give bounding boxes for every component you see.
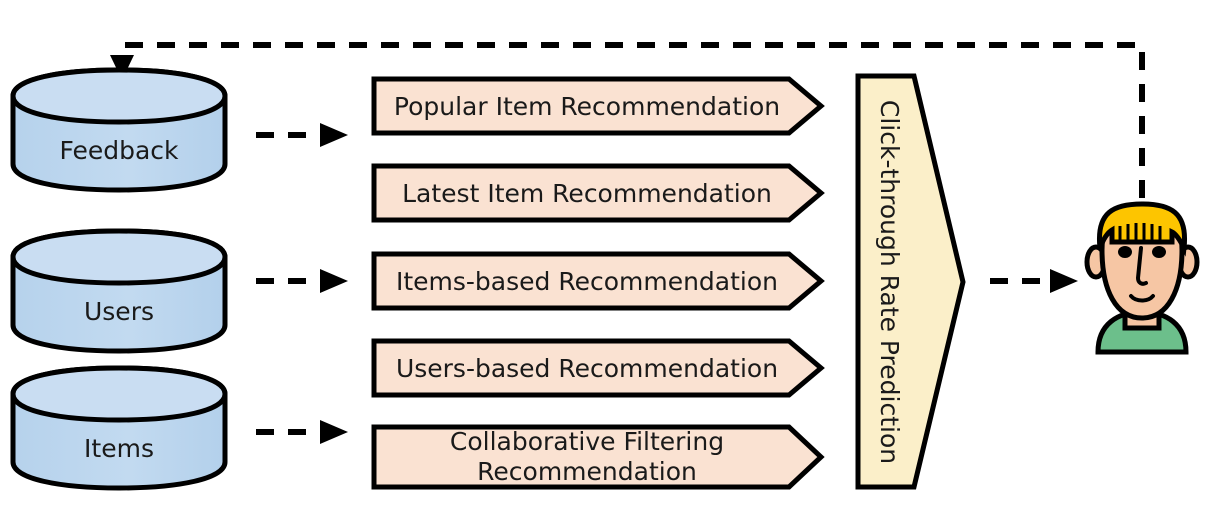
recommender-label: Popular Item Recommendation: [394, 92, 780, 121]
eye-right-icon: [1152, 246, 1166, 258]
recommender-label-line2: Recommendation: [477, 457, 697, 486]
connection-items-to-pipeline: [256, 420, 348, 444]
chevron-shape: [371, 163, 825, 223]
arrowhead: [320, 269, 348, 293]
arrowhead: [320, 123, 348, 147]
datastore-users-label: Users: [84, 297, 154, 326]
connection-ctr-to-user: [990, 269, 1078, 293]
datastore-feedback-label: Feedback: [59, 136, 179, 165]
ranker-label: Click-through Rate Prediction: [875, 100, 904, 464]
datastore-feedback[interactable]: Feedback: [10, 67, 228, 193]
arrowhead: [1050, 269, 1078, 293]
chevron-shape: [371, 76, 825, 136]
consumer-end-user[interactable]: [1084, 201, 1200, 355]
connection-users-to-pipeline: [256, 269, 348, 293]
connection-feedback-to-pipeline: [256, 123, 348, 147]
feedback-loop-arrowhead: [110, 55, 134, 80]
ranker-ctr-prediction[interactable]: Click-through Rate Prediction: [855, 73, 966, 490]
recommender-popular-item[interactable]: Popular Item Recommendation: [371, 76, 825, 136]
recommender-latest-item[interactable]: Latest Item Recommendation: [371, 163, 825, 223]
eye-left-icon: [1118, 246, 1132, 258]
ranker-shape: [855, 73, 966, 490]
mouth-icon: [1129, 294, 1155, 303]
recommender-items-based[interactable]: Items-based Recommendation: [371, 251, 825, 311]
hair-fringe-icon: [1118, 223, 1162, 242]
recommender-collaborative-filtering[interactable]: Collaborative Filtering Recommendation: [371, 424, 825, 490]
chevron-shape: [371, 424, 825, 490]
recommender-label: Latest Item Recommendation: [402, 179, 772, 208]
recommender-users-based[interactable]: Users-based Recommendation: [371, 338, 825, 398]
chevron-shape: [371, 338, 825, 398]
hair-icon: [1096, 201, 1188, 257]
cylinder-top: [10, 67, 228, 125]
recommender-label-line1: Collaborative Filtering: [450, 427, 724, 456]
cylinder-top: [10, 228, 228, 286]
datastore-users[interactable]: Users: [10, 228, 228, 354]
datastore-items-label: Items: [84, 434, 154, 463]
cylinder-top: [10, 365, 228, 423]
arrowhead: [320, 420, 348, 444]
chevron-shape: [371, 251, 825, 311]
recommender-label: Items-based Recommendation: [396, 267, 778, 296]
recommender-label: Users-based Recommendation: [396, 354, 778, 383]
connection-user-feedback-loop: [110, 42, 1145, 230]
nose-icon: [1135, 246, 1148, 286]
datastore-items[interactable]: Items: [10, 365, 228, 491]
